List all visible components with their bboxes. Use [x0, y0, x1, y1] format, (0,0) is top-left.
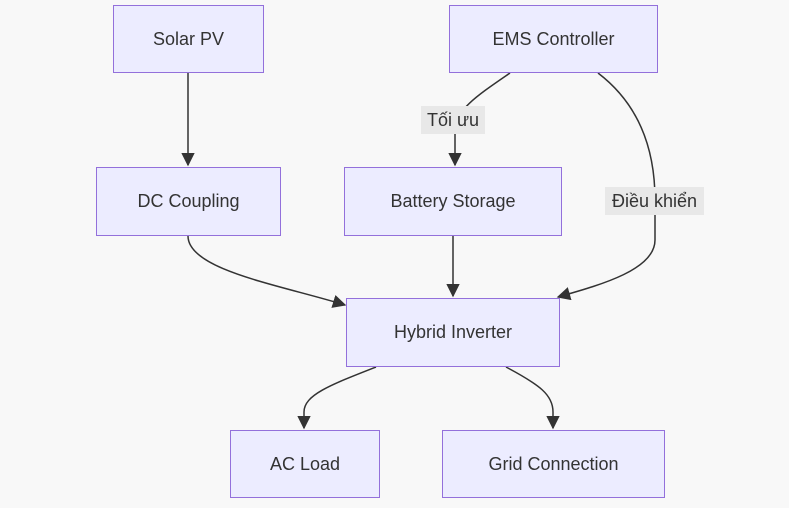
ems-controller-label: EMS Controller	[492, 28, 615, 49]
ems-controller-node: EMS Controller	[449, 5, 658, 73]
grid-connection-node: Grid Connection	[442, 430, 665, 498]
edge-hybrid-inverter-to-ac-load	[297, 366, 377, 430]
grid-connection-label: Grid Connection	[488, 453, 619, 474]
solar-pv-node: Solar PV	[113, 5, 264, 73]
ac-load-label: AC Load	[269, 453, 341, 474]
hybrid-inverter-label: Hybrid Inverter	[393, 322, 513, 342]
edge-label-optimize: Tối ưu	[421, 106, 485, 134]
battery-storage-node: Battery Storage	[344, 167, 562, 236]
hybrid-inverter-node: Hybrid Inverter	[346, 298, 560, 367]
battery-storage-label: Battery Storage	[390, 191, 516, 211]
edge-label-optimize-text: Tối ưu	[426, 109, 480, 130]
edge-label-control: Điều khiển	[605, 187, 704, 215]
edge-ems-controller-to-hybrid-inverter	[556, 72, 656, 301]
edge-dc-coupling-to-hybrid-inverter	[187, 235, 347, 308]
edge-hybrid-inverter-to-grid-connection	[505, 366, 560, 430]
ac-load-node: AC Load	[230, 430, 380, 498]
dc-coupling-label: DC Coupling	[137, 191, 240, 211]
dc-coupling-node: DC Coupling	[96, 167, 281, 236]
solar-pv-label: Solar PV	[152, 28, 225, 49]
edge-label-control-text: Điều khiển	[611, 190, 698, 211]
